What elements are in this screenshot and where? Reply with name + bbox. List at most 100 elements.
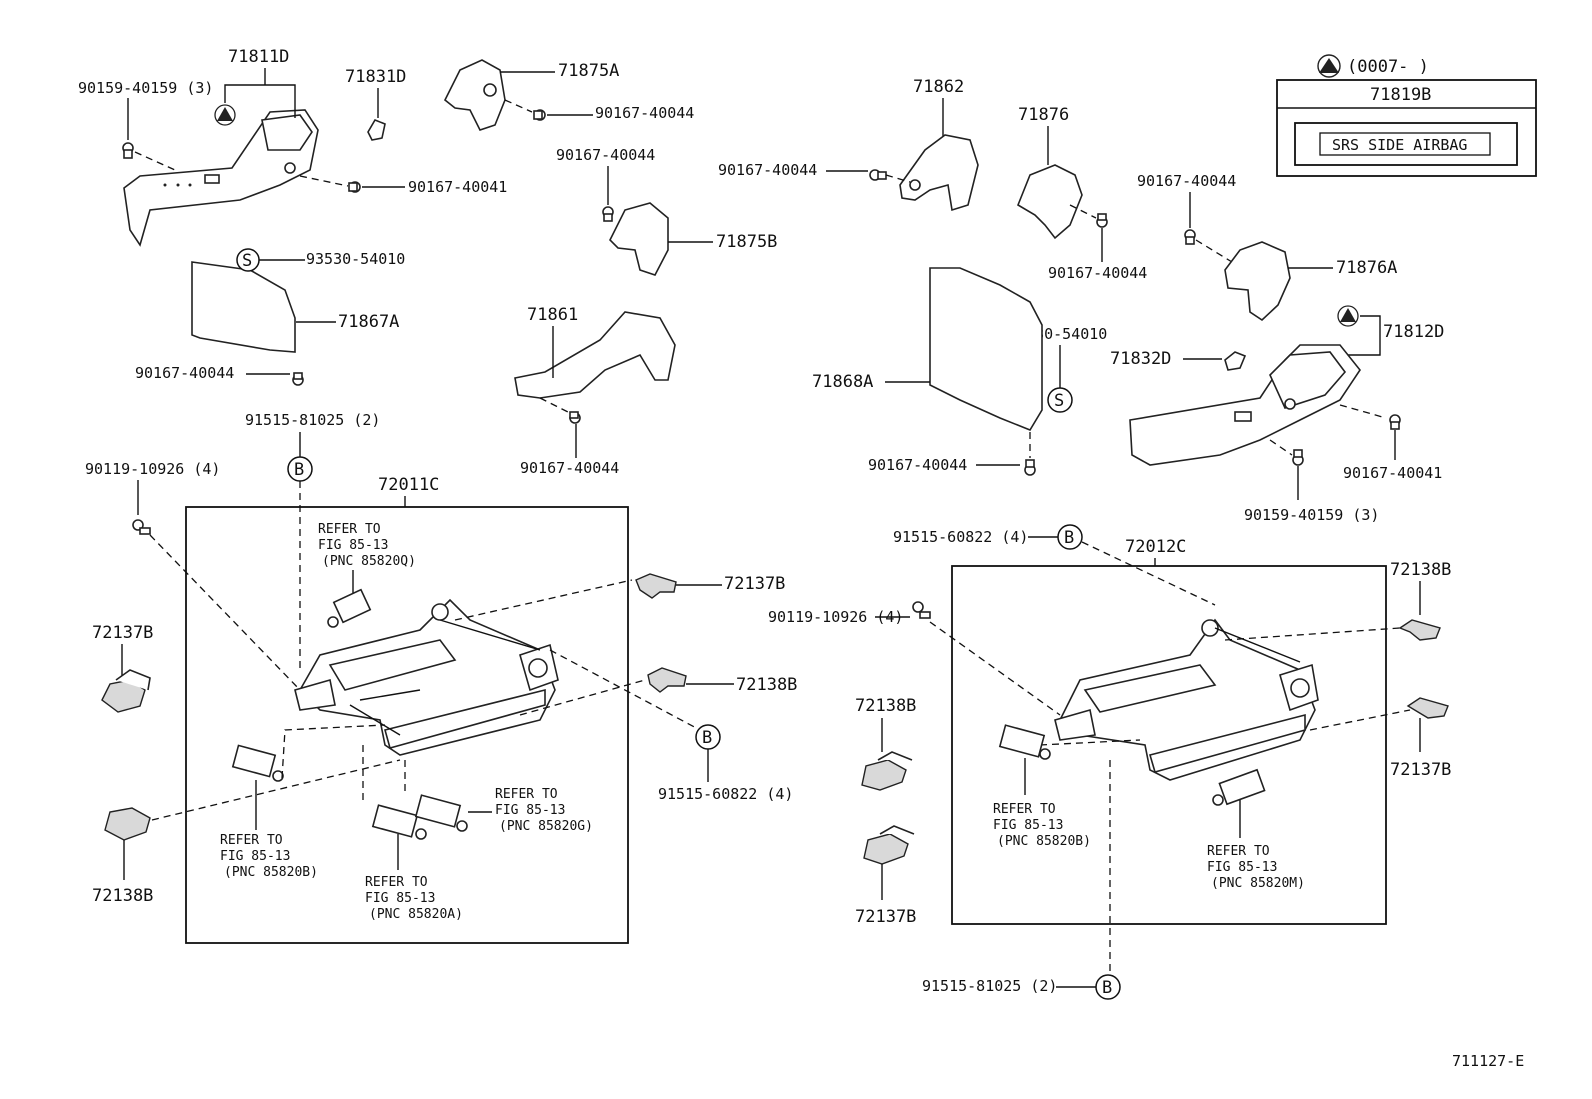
clip-72137B-right	[1406, 697, 1449, 719]
part-71868A-shape	[929, 267, 1043, 431]
label-90167-40044-c: 90167-40044	[135, 364, 234, 382]
clip-72137B-left	[101, 669, 151, 713]
ref-g-3: (PNC 85820G)	[499, 819, 593, 834]
bolt-icon	[1096, 213, 1108, 228]
part-71862-shape	[899, 134, 979, 212]
ref-a-1: REFER TO	[365, 875, 428, 890]
label-72137B-mid: 72137B	[724, 574, 785, 594]
bolt-icon	[348, 181, 361, 193]
label-90167-40041-right: 90167-40041	[1343, 464, 1442, 482]
marker-b-right-top: B	[1064, 528, 1074, 548]
marker-b-right-bottom: B	[1102, 978, 1112, 998]
label-72137B-right-right: 72137B	[1390, 760, 1451, 780]
part-71876-shape	[1017, 164, 1083, 240]
triangle-icon	[217, 107, 233, 121]
label-72012C: 72012C	[1125, 537, 1186, 557]
clip-72138B-right	[1398, 619, 1441, 641]
label-71832D: 71832D	[1110, 349, 1171, 369]
legend-note: (0007- )	[1347, 57, 1429, 77]
seat-track-left	[294, 598, 559, 756]
ref-a-2: FIG 85-13	[365, 891, 435, 906]
legend-label: SRS SIDE AIRBAG	[1332, 136, 1467, 154]
ref-rb-1: REFER TO	[993, 802, 1056, 817]
part-71875A-shape	[443, 59, 506, 131]
part-71861-shape	[514, 311, 676, 399]
motor-85820B-left	[231, 744, 284, 782]
label-71831D: 71831D	[345, 67, 406, 87]
clip-72138B-left	[104, 807, 151, 841]
label-91515-60822-left: 91515-60822 (4)	[658, 785, 793, 803]
seat-track-right	[1054, 618, 1319, 781]
label-71862: 71862	[913, 77, 964, 97]
ref-b-3: (PNC 85820B)	[224, 865, 318, 880]
motor-85820B-right	[998, 724, 1051, 760]
clip-72137B-mid	[635, 573, 677, 599]
motor-85820A	[371, 804, 427, 840]
label-71868A: 71868A	[812, 372, 873, 392]
label-72138B-left-bottom: 72138B	[92, 886, 153, 906]
bolt-icon	[869, 169, 887, 181]
label-71876: 71876	[1018, 105, 1069, 125]
marker-b-left-top: B	[294, 460, 304, 480]
label-72138B-mid: 72138B	[736, 675, 797, 695]
bolt-icon	[569, 411, 581, 424]
ref-m-2: FIG 85-13	[1207, 860, 1277, 875]
ref-q-3: (PNC 85820Q)	[322, 554, 416, 569]
marker-s-right: S	[1054, 391, 1064, 411]
ref-b-1: REFER TO	[220, 833, 283, 848]
motor-85820G	[414, 794, 468, 832]
label-71861: 71861	[527, 305, 578, 325]
label-90167-40044-e: 90167-40044	[718, 161, 817, 179]
label-90167-40044-h: 90167-40044	[868, 456, 967, 474]
label-90159-40159-right: 90159-40159 (3)	[1244, 506, 1379, 524]
triangle-icon	[1319, 58, 1339, 73]
label-71867A: 71867A	[338, 312, 399, 332]
frame-72012C	[951, 565, 1387, 925]
legend: (0007- ) 71819B SRS SIDE AIRBAG	[1276, 54, 1537, 177]
ref-b-2: FIG 85-13	[220, 849, 290, 864]
ref-q-2: FIG 85-13	[318, 538, 388, 553]
marker-s-left: S	[242, 251, 252, 271]
bolt-icon	[912, 601, 931, 619]
label-71876A: 71876A	[1336, 258, 1397, 278]
part-71811D-shape	[123, 109, 319, 247]
label-90167-40044-a: 90167-40044	[595, 104, 694, 122]
bolt-icon	[122, 142, 134, 159]
drawing-number: 711127-E	[1452, 1052, 1524, 1070]
bolt-icon	[602, 206, 614, 222]
bolt-icon	[1292, 449, 1304, 466]
frame-72011C	[185, 506, 629, 944]
bolt-icon	[292, 372, 304, 386]
label-91515-60822-right: 91515-60822 (4)	[893, 528, 1028, 546]
label-72137B-rightmid: 72137B	[855, 907, 916, 927]
bolt-icon	[533, 109, 546, 121]
triangle-icon	[1340, 308, 1356, 322]
marker-b-left-mid: B	[702, 728, 712, 748]
label-72138B-right-mid: 72138B	[855, 696, 916, 716]
label-90119-10926-left: 90119-10926 (4)	[85, 460, 220, 478]
ref-g-2: FIG 85-13	[495, 803, 565, 818]
bolt-icon	[1184, 229, 1196, 245]
ref-m-3: (PNC 85820M)	[1211, 876, 1305, 891]
label-90167-40044-g: 90167-40044	[1137, 172, 1236, 190]
label-93530-54010-left: 93530-54010	[306, 250, 405, 268]
label-90167-40041-left: 90167-40041	[408, 178, 507, 196]
label-91515-81025-right: 91515-81025 (2)	[922, 977, 1057, 995]
label-71811D: 71811D	[228, 47, 289, 67]
label-91515-81025-left: 91515-81025 (2)	[245, 411, 380, 429]
label-71875A: 71875A	[558, 61, 619, 81]
motor-85820M	[1212, 768, 1266, 806]
ref-g-1: REFER TO	[495, 787, 558, 802]
label-71812D: 71812D	[1383, 322, 1444, 342]
label-90167-40044-d: 90167-40044	[520, 459, 619, 477]
ref-m-1: REFER TO	[1207, 844, 1270, 859]
label-90159-40159-left: 90159-40159 (3)	[78, 79, 213, 97]
bolt-icon	[1389, 414, 1401, 430]
ref-rb-3: (PNC 85820B)	[997, 834, 1091, 849]
label-72137B-left-top: 72137B	[92, 623, 153, 643]
ref-a-3: (PNC 85820A)	[369, 907, 463, 922]
label-90119-10926-right: 90119-10926 (4)	[768, 608, 903, 626]
clip-72138B-rightmid	[861, 751, 913, 791]
legend-part: 71819B	[1370, 85, 1431, 105]
